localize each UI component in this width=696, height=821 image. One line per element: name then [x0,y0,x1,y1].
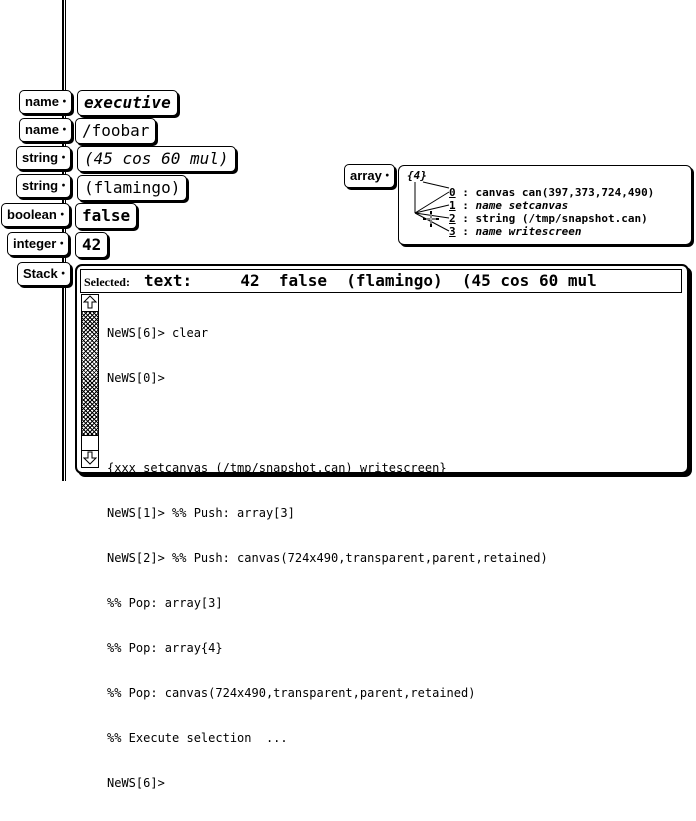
stack-label-tag[interactable]: Stack • [17,262,71,286]
array-inspector[interactable]: {4} 0 : canvas can(397,373,724,490) 1 : … [398,165,692,245]
console-scrollbar[interactable] [81,294,99,468]
news-console-window[interactable]: Selected: text: 42 false (flamingo) (45 … [75,264,689,790]
selection-text: text: 42 false (flamingo) (45 cos 60 mul [144,271,597,290]
array-element-0[interactable]: 0 : canvas can(397,373,724,490) [449,186,655,199]
array-count: {4} [407,169,427,182]
selection-bar: Selected: text: 42 false (flamingo) (45 … [80,269,682,293]
console-output[interactable]: NeWS[6]> clear NeWS[0]> {xxx setcanvas (… [107,296,677,790]
console-line: %% Pop: array{4} [107,641,223,655]
console-line: NeWS[2]> %% Push: canvas(724x490,transpa… [107,551,548,565]
stack-item-3-value[interactable]: (flamingo) [77,175,188,201]
selection-label: Selected: [84,275,130,289]
console-line [107,416,677,431]
console-line: %% Pop: canvas(724x490,transparent,paren… [107,686,476,700]
scroll-thumb[interactable] [82,435,98,451]
console-line: NeWS[6]> [107,776,165,790]
array-element-2[interactable]: 2 : string (/tmp/snapshot.can) [449,212,648,225]
stack-item-4-type[interactable]: boolean • [1,203,70,227]
stack-item-1-value[interactable]: /foobar [75,118,157,144]
stack-item-2-type[interactable]: string • [16,146,72,170]
stack-item-3-type[interactable]: string • [16,174,72,198]
stack-item-4-value[interactable]: false [75,203,138,229]
crosshair-cursor-icon [423,211,439,227]
scroll-up-arrow-icon[interactable] [82,295,98,312]
console-line: %% Pop: array[3] [107,596,223,610]
array-type-tag[interactable]: array • [344,164,395,188]
stack-item-5-type[interactable]: integer • [7,232,70,256]
array-tree-lines [414,181,450,232]
console-line: NeWS[1]> %% Push: array[3] [107,506,295,520]
stack-item-5-value[interactable]: 42 [75,232,109,258]
console-line: NeWS[6]> clear [107,326,209,340]
console-line: %% Execute selection ... [107,731,288,745]
console-line: {xxx setcanvas (/tmp/snapshot.can) write… [107,461,447,475]
console-line: NeWS[0]> [107,371,165,385]
array-element-1[interactable]: 1 : name setcanvas [449,199,569,212]
stack-item-0-type[interactable]: name • [19,90,73,114]
stack-item-2-value[interactable]: (45 cos 60 mul) [77,146,236,172]
array-element-3[interactable]: 3 : name writescreen [449,225,582,238]
scroll-down-arrow-icon[interactable] [82,450,98,467]
stack-item-1-type[interactable]: name • [19,118,73,142]
stack-item-0-value[interactable]: executive [77,90,178,116]
